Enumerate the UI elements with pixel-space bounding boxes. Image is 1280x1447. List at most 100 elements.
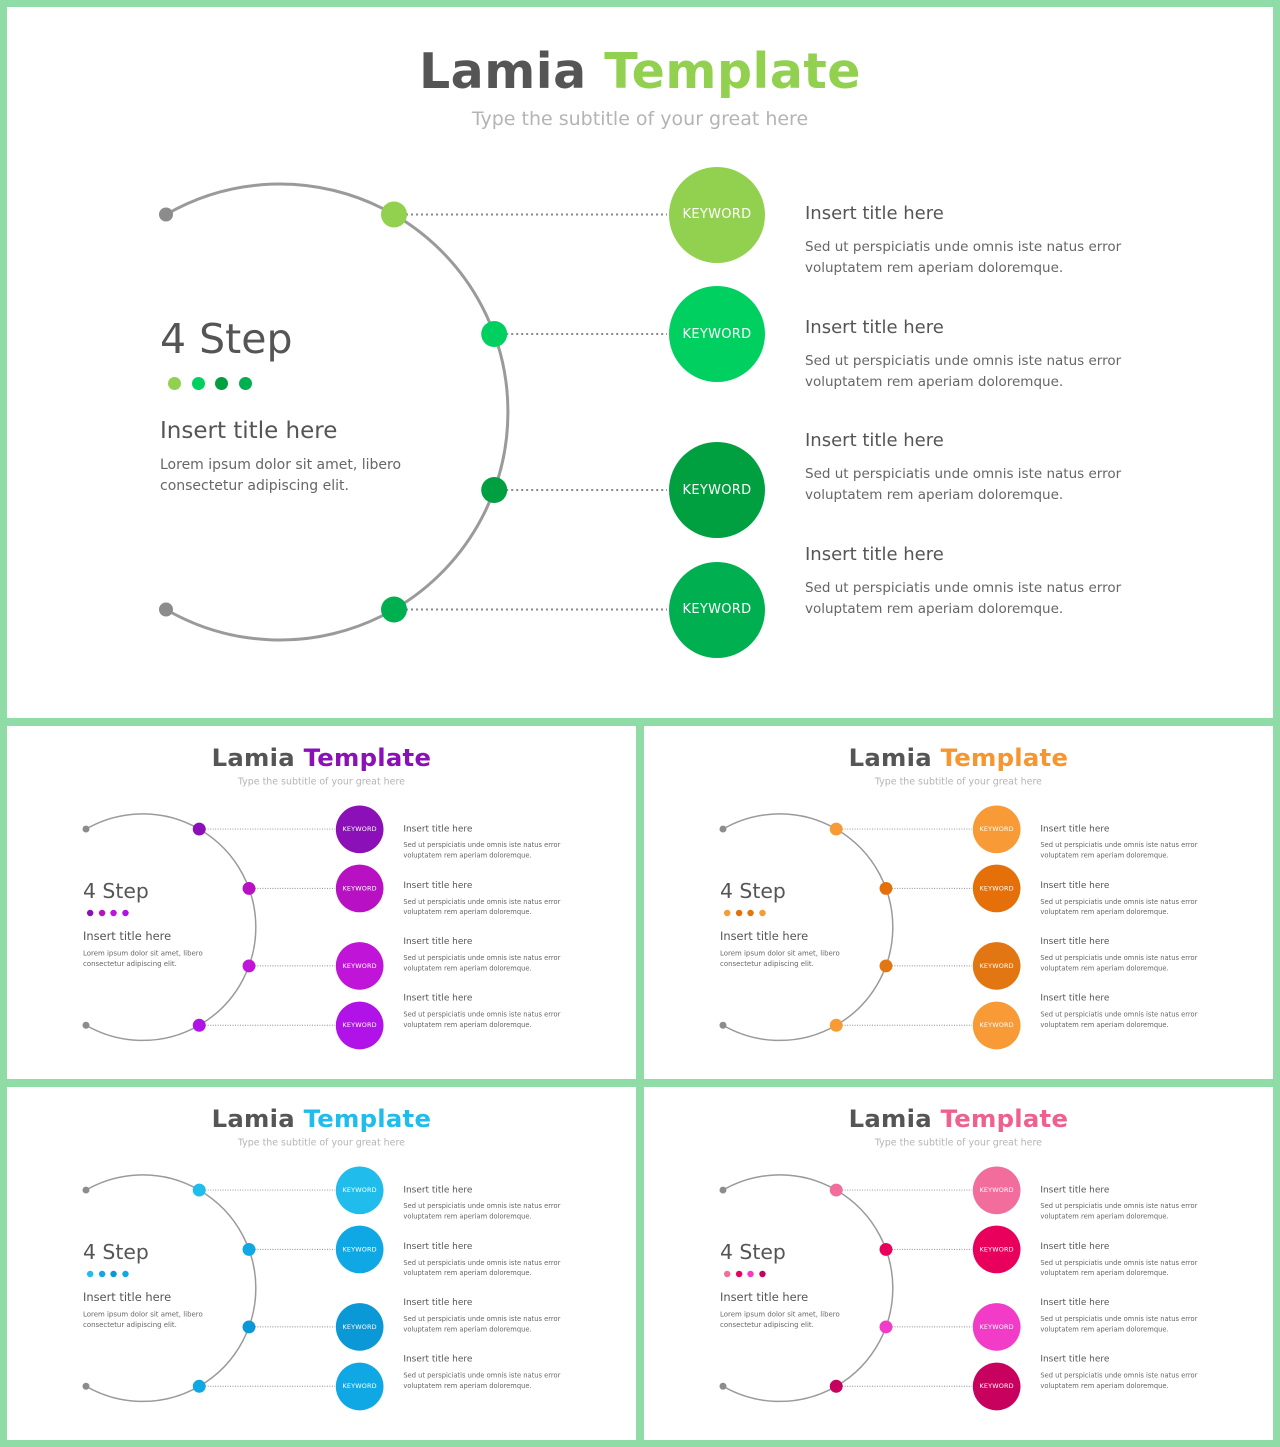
step-heading: 4 Step [160,315,293,363]
step-dot [747,909,754,917]
step-node-dot [879,959,893,973]
arc-line [85,813,257,1042]
item-title: Insert title here [1040,1184,1110,1195]
item-description: Sed ut perspiciatis unde omnis iste natu… [1040,1258,1198,1278]
item-title: Insert title here [403,823,473,834]
keyword-label: KEYWORD [342,962,377,970]
step-node-dot [192,822,206,836]
keyword-circle: KEYWORD [972,1166,1021,1214]
step-heading: 4 Step [719,878,786,903]
title-word-lamia: Lamia [211,743,295,773]
item-title: Insert title here [1040,1297,1110,1308]
keyword-circle: KEYWORD [335,1166,384,1214]
item-title: Insert title here [805,544,944,565]
keyword-label: KEYWORD [342,1382,377,1390]
slide-title: Lamia Template [644,744,1273,773]
keyword-label: KEYWORD [979,1323,1014,1331]
step-dot [110,909,117,917]
item-title: Insert title here [1040,1353,1110,1365]
item-description: Sed ut perspiciatis unde omnis iste natu… [403,1010,561,1029]
item-description: Sed ut perspiciatis unde omnis iste natu… [1040,897,1198,917]
keyword-circle: KEYWORD [972,1303,1021,1351]
keyword-label: KEYWORD [342,884,377,893]
item-description: Sed ut perspiciatis unde omnis iste natu… [1040,1371,1198,1390]
item-title: Insert title here [1040,823,1110,834]
item-description: Sed ut perspiciatis unde omnis iste natu… [403,953,561,973]
slide-subtitle: Type the subtitle of your great here [237,1137,405,1149]
keyword-label: KEYWORD [342,1021,377,1029]
slide-title: Lamia Template [7,744,636,773]
step-dot [215,377,228,390]
keyword-label: KEYWORD [979,825,1014,833]
step-dot [121,1270,129,1278]
step-dot [86,909,94,917]
step-node-dot [192,1018,206,1032]
keyword-label: KEYWORD [682,482,752,498]
step-dot [735,1270,743,1278]
arc-end-dot-top [719,825,727,833]
left-description: Lorem ipsum dolor sit amet, libero conse… [160,457,402,494]
keyword-label: KEYWORD [342,1323,377,1331]
item-title: Insert title here [805,430,944,451]
slide-subtitle: Type the subtitle of your great here [471,108,809,130]
step-dot [98,909,106,917]
keyword-label: KEYWORD [682,326,752,342]
keyword-circle: KEYWORD [972,1001,1021,1050]
step-node-dot [242,959,256,973]
left-title: Insert title here [719,930,809,944]
keyword-circle: KEYWORD [972,942,1021,990]
arc-end-dot-bottom [719,1382,727,1390]
step-node-dot [192,1183,206,1197]
title-word-template: Template [303,743,432,773]
keyword-label: KEYWORD [979,1245,1014,1254]
step-node-dot [829,1183,843,1197]
item-title: Insert title here [403,1240,473,1252]
keyword-label: KEYWORD [979,1186,1014,1194]
step-node-dot [879,1242,893,1256]
step-node-dot [829,1018,843,1032]
keyword-circle: KEYWORD [669,166,765,263]
step-dot [86,1270,94,1278]
step-node-dot [242,1320,256,1334]
slide-title: Lamia Template [644,1105,1273,1134]
item-title: Insert title here [403,936,473,947]
step-node-dot [242,1242,256,1256]
item-description: Sed ut perspiciatis unde omnis iste natu… [805,466,1122,503]
title-word-template: Template [940,743,1069,773]
arc-end-dot-bottom [82,1021,90,1029]
left-title: Insert title here [82,930,172,944]
title-word-lamia: Lamia [848,743,932,773]
keyword-circle: KEYWORD [972,805,1021,853]
keyword-circle: KEYWORD [335,1303,384,1351]
item-title: Insert title here [805,317,944,338]
keyword-circle: KEYWORD [335,942,384,990]
keyword-label: KEYWORD [342,1245,377,1254]
item-title: Insert title here [805,203,944,224]
keyword-label: KEYWORD [682,602,752,617]
step-dot [121,909,129,917]
step-diagram [719,813,972,1042]
left-description: Lorem ipsum dolor sit amet, libero conse… [82,949,203,968]
step-node-dot [381,201,407,228]
slide-title: Lamia Template [7,1105,636,1134]
step-dot [110,1270,117,1278]
arc-line [722,813,894,1042]
step-dot [723,909,731,917]
item-description: Sed ut perspiciatis unde omnis iste natu… [403,897,561,917]
keyword-circle: KEYWORD [335,805,384,853]
arc-end-dot-top [719,1186,727,1194]
step-dot [723,1270,731,1278]
item-description: Sed ut perspiciatis unde omnis iste natu… [403,1258,561,1278]
left-title: Insert title here [160,418,338,444]
item-description: Sed ut perspiciatis unde omnis iste natu… [403,1202,561,1221]
item-title: Insert title here [1040,936,1110,947]
step-heading: 4 Step [82,1239,149,1264]
keyword-label: KEYWORD [342,1186,377,1194]
step-heading: 4 Step [719,1239,786,1264]
